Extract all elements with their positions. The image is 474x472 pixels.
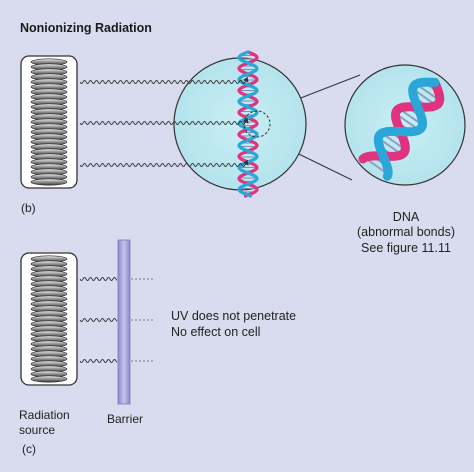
uv-ray [79,277,118,281]
dna-caption: DNA (abnormal bonds) See figure 11.11 [350,210,462,256]
dna-strand [358,77,445,164]
radiation-source-label: Radiation source [19,408,70,438]
panel-c-label: (c) [22,442,36,456]
uv-note-line1: UV does not penetrate [171,309,297,323]
uv-ray [79,318,118,322]
dna-strand [237,50,259,198]
coil-ring [30,178,68,186]
dna-strand [373,77,440,181]
uv-lamp-c [20,252,78,386]
dna-zoom-circle [344,64,466,186]
uv-lamp-b [20,55,78,189]
uv-ray [79,159,249,167]
radiation-source-line2: source [19,423,56,437]
panel-b-label: (b) [21,201,36,215]
radiation-source-line1: Radiation [19,408,70,422]
uv-rays-b [79,76,249,167]
dna-caption-line1: DNA [392,210,420,224]
dna-strand [237,50,259,198]
uv-note: UV does not penetrate No effect on cell [171,309,296,340]
dna-caption-line2: (abnormal bonds) [357,225,455,240]
uv-note-line2: No effect on cell [171,324,261,339]
barrier-label: Barrier [107,412,144,426]
uv-ray [79,76,249,84]
dna-helix [237,50,259,198]
uv-ray [79,359,118,363]
dna-caption-line3: See figure 11.11 [361,240,451,255]
coil-ring [30,375,68,383]
dna-zoom-helix [358,77,445,181]
barrier [117,239,131,405]
figure-title: Nonionizing Radiation [20,21,152,35]
uv-ray [79,117,249,125]
uv-rays-c [79,277,155,363]
